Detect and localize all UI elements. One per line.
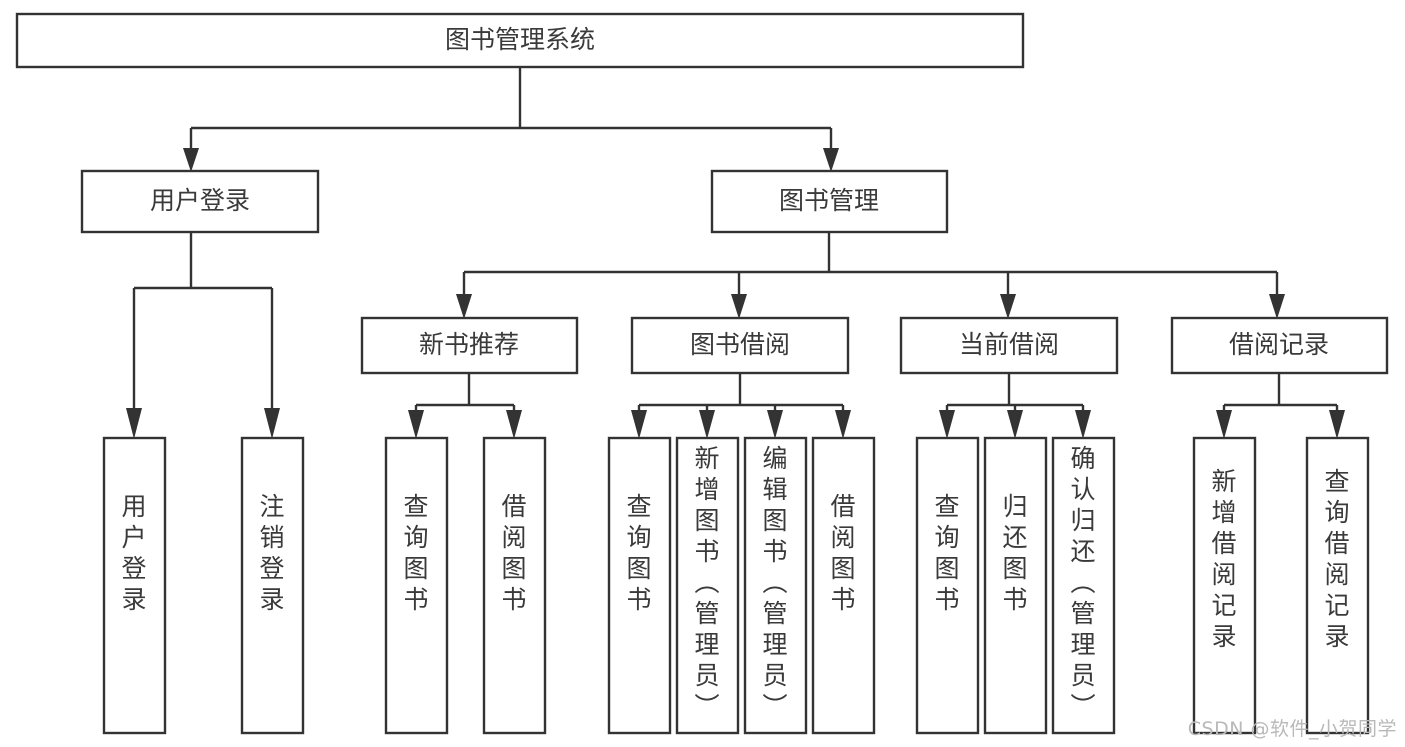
node-root-label: 图书管理系统 [445,25,595,54]
node-leaf-user-login-label: 用户登录 [121,492,146,614]
arrow-to-leaf-confirm-return [1075,410,1091,439]
node-leaf-query-record-box[interactable] [1305,436,1370,735]
node-leaf-add-record-label: 新增借阅记录 [1211,467,1236,651]
node-leaf-edit-book-box[interactable] [743,436,808,735]
node-book-borrow[interactable]: 图书借阅 [630,316,850,375]
node-leaf-return-book-label: 归还图书 [1002,492,1027,614]
node-book-management[interactable]: 图书管理 [710,169,949,234]
arrow-to-leaf-add-record [1216,410,1232,439]
node-user-login-box[interactable] [80,169,320,234]
arrow-to-current-borrow [1000,294,1016,319]
node-leaf-query-book-1-box[interactable] [384,436,449,735]
node-leaf-query-book-3[interactable]: 查询图书 [915,436,980,735]
node-leaf-query-book-3-label: 查询图书 [934,492,959,614]
node-root[interactable]: 图书管理系统 [15,12,1025,69]
arrow-to-leaf-query-book-1 [408,410,424,439]
arrow-to-leaf-query-book-2 [631,410,647,439]
arrow-to-user-login [183,148,199,172]
arrow-to-borrow-record [1269,294,1285,319]
node-leaf-borrow-book-2-label: 借阅图书 [830,492,855,614]
node-book-borrow-box[interactable] [630,316,850,375]
node-leaf-edit-book-label: 编辑图书︵管理员︶ [762,444,787,721]
node-borrow-record[interactable]: 借阅记录 [1170,316,1389,375]
node-leaf-query-book-1-label: 查询图书 [403,492,428,614]
node-borrow-record-box[interactable] [1170,316,1389,375]
arrow-to-leaf-borrow-book-1 [506,410,522,439]
node-leaf-borrow-book-2-box[interactable] [811,436,876,735]
node-leaf-confirm-return-label: 确认归还︵管理员︶ [1070,444,1095,721]
node-leaf-add-book-label: 新增图书︵管理员︶ [694,444,719,721]
node-current-borrow[interactable]: 当前借阅 [899,316,1119,375]
node-leaf-return-book-box[interactable] [983,436,1048,735]
node-root-box[interactable] [15,12,1025,69]
node-new-book-recommend[interactable]: 新书推荐 [360,316,579,375]
arrow-to-leaf-add-book [699,410,715,439]
node-leaf-borrow-book-1-label: 借阅图书 [501,492,526,614]
node-book-borrow-label: 图书借阅 [690,330,790,359]
node-leaf-borrow-book-1-box[interactable] [482,436,547,735]
node-book-management-label: 图书管理 [779,186,879,215]
node-leaf-borrow-book-1[interactable]: 借阅图书 [482,436,547,735]
node-leaf-logout-login-box[interactable] [240,436,305,735]
node-leaf-logout-login[interactable]: 注销登录 [240,436,305,735]
node-new-book-recommend-label: 新书推荐 [419,330,519,359]
node-leaf-confirm-return[interactable]: 确认归还︵管理员︶ [1051,436,1116,735]
arrow-to-leaf-return-book [1007,410,1023,439]
node-leaf-add-book-box[interactable] [675,436,740,735]
node-leaf-query-record[interactable]: 查询借阅记录 [1305,436,1370,735]
arrow-to-leaf-edit-book [767,410,783,439]
node-leaf-query-record-label: 查询借阅记录 [1324,467,1349,651]
node-leaf-borrow-book-2[interactable]: 借阅图书 [811,436,876,735]
arrow-to-book-borrow [731,294,747,319]
arrow-to-leaf-logout-login [264,408,280,439]
node-user-login-label: 用户登录 [150,186,250,215]
node-borrow-record-label: 借阅记录 [1229,330,1329,359]
arrow-to-leaf-query-record [1329,410,1345,439]
node-current-borrow-box[interactable] [899,316,1119,375]
node-leaf-return-book[interactable]: 归还图书 [983,436,1048,735]
node-leaf-add-record-box[interactable] [1192,436,1257,735]
arrow-to-leaf-borrow-book-2 [835,410,851,439]
node-leaf-logout-login-label: 注销登录 [259,492,284,614]
node-new-book-recommend-box[interactable] [360,316,579,375]
node-book-management-box[interactable] [710,169,949,234]
node-leaf-user-login[interactable]: 用户登录 [102,436,167,735]
node-leaf-edit-book[interactable]: 编辑图书︵管理员︶ [743,436,808,735]
arrowhead-layer [126,148,1345,439]
arrow-to-leaf-query-book-3 [939,410,955,439]
node-leaf-user-login-box[interactable] [102,436,167,735]
node-leaf-add-record[interactable]: 新增借阅记录 [1192,436,1257,735]
node-leaf-query-book-2-label: 查询图书 [626,492,651,614]
node-leaf-query-book-2[interactable]: 查询图书 [607,436,672,735]
arrow-to-new-book-recommend [456,294,472,319]
node-leaf-add-book[interactable]: 新增图书︵管理员︶ [675,436,740,735]
node-leaf-query-book-1[interactable]: 查询图书 [384,436,449,735]
node-leaf-query-book-2-box[interactable] [607,436,672,735]
arrow-to-leaf-user-login [126,408,142,439]
node-leaf-confirm-return-box[interactable] [1051,436,1116,735]
node-current-borrow-label: 当前借阅 [959,330,1059,359]
arrow-to-book-management [823,148,839,172]
node-leaf-query-book-3-box[interactable] [915,436,980,735]
node-user-login[interactable]: 用户登录 [80,169,320,234]
